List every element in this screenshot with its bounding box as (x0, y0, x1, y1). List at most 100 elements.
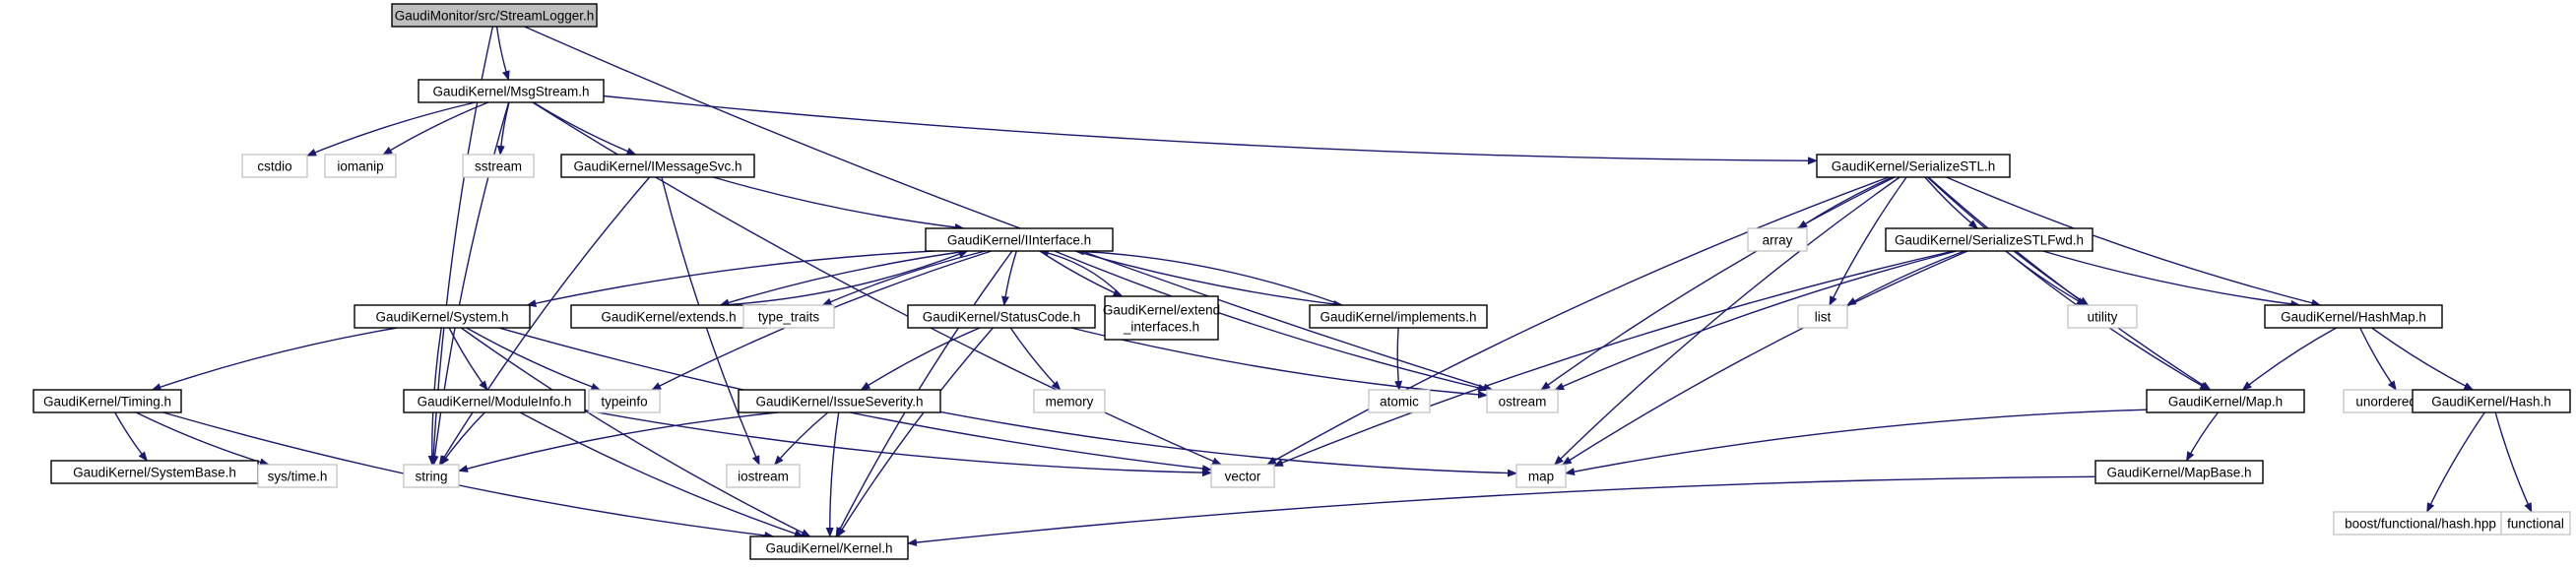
node-label-issueseverity: GaudiKernel/IssueSeverity.h (755, 395, 923, 410)
edge-imessagesvc-to-string (438, 176, 651, 466)
edge-implements-to-iinterface (1073, 247, 1343, 306)
node-extend_interfaces[interactable]: GaudiKernel/extend _interfaces.h (1103, 295, 1220, 341)
node-kernel[interactable]: GaudiKernel/Kernel.h (749, 536, 909, 560)
node-label-extend_interfaces: _interfaces.h (1123, 320, 1199, 335)
edge-statuscode-to-memory (1009, 327, 1062, 391)
node-box-moduleinfo (403, 389, 586, 413)
edge-serializestl-to-map (1554, 176, 1900, 466)
edge-extend_interfaces-to-iinterface (1038, 249, 1123, 297)
edge-serializestl-to-ostream (1540, 176, 1896, 391)
node-timing[interactable]: GaudiKernel/Timing.h (32, 389, 182, 413)
edge-serializestlfwd-to-list (1846, 250, 1965, 306)
edge-hashmap-to-hash_h (2371, 327, 2475, 391)
node-implements[interactable]: GaudiKernel/implements.h (1309, 304, 1488, 329)
node-label-hashmap: GaudiKernel/HashMap.h (2281, 310, 2426, 325)
edge-serializestl-to-map_h (1927, 176, 2212, 391)
edge-serializestlfwd-to-vector (1273, 250, 1954, 468)
edge-timing-to-kernel (162, 411, 775, 539)
edge-iinterface-to-extends (719, 250, 968, 307)
node-box-ostream (1486, 389, 1559, 413)
edge-iinterface-to-system (526, 250, 934, 308)
node-moduleinfo[interactable]: GaudiKernel/ModuleInfo.h (403, 389, 586, 413)
node-label-atomic: atomic (1380, 395, 1419, 410)
edge-hashmap-to-map_h (2241, 327, 2337, 391)
edge-issueseverity-to-iostream (774, 411, 829, 466)
node-vector: vector (1210, 464, 1275, 488)
node-iostream: iostream (726, 464, 801, 488)
node-serializestl[interactable]: GaudiKernel/SerializeSTL.h (1816, 154, 2011, 178)
node-box-timing (32, 389, 182, 413)
node-label-statuscode: GaudiKernel/StatusCode.h (923, 310, 1081, 325)
node-label-extend_interfaces: GaudiKernel/extend (1103, 303, 1220, 318)
node-memory: memory (1033, 389, 1106, 413)
node-label-typeinfo: typeinfo (601, 395, 647, 410)
node-box-msgstream (418, 79, 605, 103)
node-label-implements: GaudiKernel/implements.h (1320, 310, 1476, 325)
node-box-imessagesvc (560, 154, 755, 178)
node-list: list (1797, 304, 1848, 329)
node-issueseverity[interactable]: GaudiKernel/IssueSeverity.h (738, 389, 941, 413)
node-systime: sys/time.h (257, 464, 338, 488)
node-label-mapbase: GaudiKernel/MapBase.h (2106, 466, 2251, 480)
edge-msgstream-to-imessagesvc (533, 101, 637, 156)
node-root[interactable]: GaudiMonitor/src/StreamLogger.h (391, 3, 598, 28)
node-hash_h[interactable]: GaudiKernel/Hash.h (2412, 389, 2571, 413)
node-imessagesvc[interactable]: GaudiKernel/IMessageSvc.h (560, 154, 755, 178)
node-label-root: GaudiMonitor/src/StreamLogger.h (395, 9, 595, 24)
node-box-list (1797, 304, 1848, 329)
node-box-systime (257, 464, 338, 488)
node-hashmap[interactable]: GaudiKernel/HashMap.h (2264, 304, 2443, 329)
node-box-extend_interfaces (1104, 295, 1219, 341)
node-label-kernel: GaudiKernel/Kernel.h (765, 541, 892, 556)
edge-moduleinfo-to-string (440, 411, 485, 466)
edge-system-to-kernel (460, 327, 811, 537)
node-box-type_traits (742, 304, 835, 329)
node-label-system: GaudiKernel/System.h (375, 310, 508, 325)
node-boost_hash: boost/functional/hash.hpp (2333, 511, 2508, 536)
node-label-map_h: GaudiKernel/Map.h (2168, 395, 2283, 410)
node-statuscode[interactable]: GaudiKernel/StatusCode.h (907, 304, 1096, 329)
node-msgstream[interactable]: GaudiKernel/MsgStream.h (418, 79, 605, 103)
node-label-string: string (415, 470, 447, 484)
edge-timing-to-systembase (114, 411, 148, 462)
node-label-extends: GaudiKernel/extends.h (601, 310, 736, 325)
node-utility: utility (2067, 304, 2138, 329)
edge-serializestlfwd-to-hashmap (2042, 250, 2301, 308)
edge-system-to-typeinfo (466, 327, 602, 391)
node-iinterface[interactable]: GaudiKernel/IInterface.h (925, 227, 1114, 252)
edge-iinterface-to-type_traits (821, 250, 986, 306)
edge-serializestlfwd-to-map (1561, 250, 1968, 466)
node-box-cstdio (241, 154, 308, 178)
node-label-array: array (1763, 233, 1793, 248)
node-label-imessagesvc: GaudiKernel/IMessageSvc.h (573, 159, 741, 174)
edge-serializestl-to-list (1829, 176, 1907, 306)
node-box-map_h (2146, 389, 2305, 413)
node-box-serializestl (1816, 154, 2011, 178)
node-box-typeinfo (588, 389, 661, 413)
node-mapbase[interactable]: GaudiKernel/MapBase.h (2094, 460, 2264, 484)
node-functional: functional (2500, 511, 2571, 536)
node-label-hash_h: GaudiKernel/Hash.h (2431, 395, 2551, 410)
node-box-atomic (1368, 389, 1431, 413)
node-array: array (1747, 227, 1808, 252)
node-extends[interactable]: GaudiKernel/extends.h (570, 304, 767, 329)
edge-root-to-ostream (524, 26, 1494, 392)
node-string: string (403, 464, 460, 488)
node-label-type_traits: type_traits (758, 310, 820, 325)
edge-serializestlfwd-to-ostream (1554, 250, 1957, 391)
node-label-cstdio: cstdio (257, 159, 291, 174)
node-box-hash_h (2412, 389, 2571, 413)
node-box-utility (2067, 304, 2138, 329)
edge-issueseverity-to-kernel (825, 411, 840, 537)
node-system[interactable]: GaudiKernel/System.h (354, 304, 531, 329)
node-box-memory (1033, 389, 1106, 413)
node-box-mapbase (2094, 460, 2264, 484)
node-systembase[interactable]: GaudiKernel/SystemBase.h (50, 460, 259, 484)
node-box-vector (1210, 464, 1275, 488)
node-serializestlfwd[interactable]: GaudiKernel/SerializeSTLFwd.h (1885, 227, 2093, 252)
node-label-msgstream: GaudiKernel/MsgStream.h (432, 85, 589, 99)
node-label-serializestl: GaudiKernel/SerializeSTL.h (1832, 159, 1996, 174)
node-map_h[interactable]: GaudiKernel/Map.h (2146, 389, 2305, 413)
edge-hashmap-to-unordered_map (2359, 327, 2397, 391)
node-sstream: sstream (462, 154, 535, 178)
